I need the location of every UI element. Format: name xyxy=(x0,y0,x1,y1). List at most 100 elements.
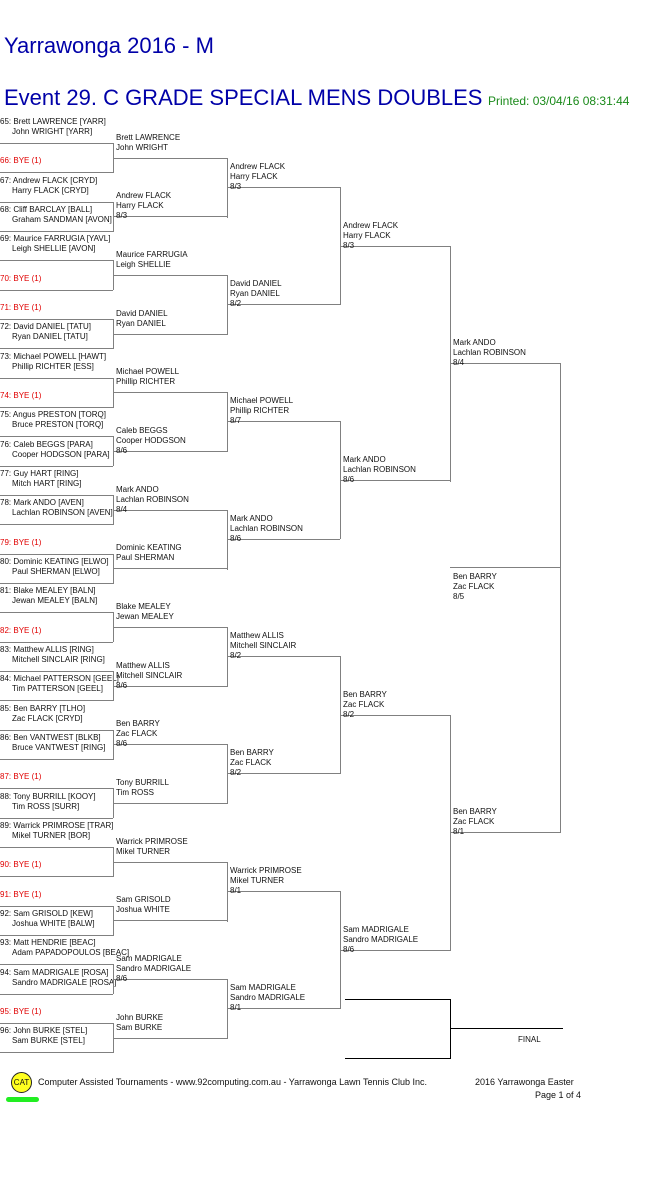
entry-line: Mitch HART [RING] xyxy=(0,479,82,489)
bracket-line xyxy=(113,730,114,760)
entry-line: 85: Ben BARRY [TLHO] xyxy=(0,704,85,714)
draw-entry: 70: BYE (1) xyxy=(0,264,41,284)
team-player: Andrew FLACK xyxy=(343,221,399,230)
player-name: Phillip RICHTER [ESS] xyxy=(12,362,94,371)
player-name: Angus PRESTON [TORQ] xyxy=(12,410,106,419)
draw-position: 78: xyxy=(0,498,12,507)
bracket-line xyxy=(227,275,228,335)
bye-count: (1) xyxy=(31,274,42,283)
draw-position: 71: xyxy=(0,303,12,312)
team-score: 8/1 xyxy=(230,886,242,895)
entry-line: 68: Cliff BARCLAY [BALL] xyxy=(0,205,112,215)
entry-line xyxy=(0,146,41,156)
player-name: Matt HENDRIE [BEAC] xyxy=(13,938,96,947)
bracket-line xyxy=(0,642,113,643)
player-name: David DANIEL [TATU] xyxy=(13,322,92,331)
bracket-line xyxy=(113,216,227,217)
entry-line: 80: Dominic KEATING [ELWO] xyxy=(0,557,109,567)
draw-position: 72: xyxy=(0,322,12,331)
draw-position: 91: xyxy=(0,890,12,899)
draw-entry: 83: Matthew ALLIS [RING]Mitchell SINCLAI… xyxy=(0,645,105,665)
draw-entry: 88: Tony BURRILL [KOOY]Tim ROSS [SURR] xyxy=(0,792,96,812)
draw-position: 93: xyxy=(0,938,12,947)
bracket-line xyxy=(227,187,340,188)
bracket-line xyxy=(340,480,450,481)
bye-label: BYE xyxy=(13,156,30,165)
bracket-line xyxy=(227,158,228,218)
entry-line: Joshua WHITE [BALW] xyxy=(0,919,95,929)
team-player: Zac FLACK xyxy=(343,700,385,709)
player-name: Zac FLACK [CRYD] xyxy=(12,714,83,723)
draw-entry: 82: BYE (1) xyxy=(0,616,41,636)
team-player: Sam MADRIGALE xyxy=(343,925,409,934)
entry-line: Phillip RICHTER [ESS] xyxy=(0,362,106,372)
draw-position: 67: xyxy=(0,176,12,185)
entry-line: Adam PAPADOPOULOS [BEAC] xyxy=(0,948,129,958)
team-player: Zac FLACK xyxy=(230,758,272,767)
bracket-line xyxy=(113,554,114,584)
player-name: Paul SHERMAN [ELWO] xyxy=(12,567,100,576)
entry-line: 74: BYE (1) xyxy=(0,391,41,401)
entry-line: 81: Blake MEALEY [BALN] xyxy=(0,586,97,596)
team-player: Warrick PRIMROSE xyxy=(230,866,302,875)
entry-line xyxy=(0,528,41,538)
draw-position: 68: xyxy=(0,205,12,214)
draw-position: 82: xyxy=(0,626,12,635)
bracket-line xyxy=(0,730,113,731)
bracket-line xyxy=(0,348,113,349)
bye-label: BYE xyxy=(13,303,30,312)
bracket-line xyxy=(340,246,450,247)
player-name: Mitchell SINCLAIR [RING] xyxy=(12,655,105,664)
draw-position: 69: xyxy=(0,234,12,243)
bracket-line xyxy=(0,906,113,907)
bracket-line xyxy=(0,495,113,496)
entry-line: 71: BYE (1) xyxy=(0,303,41,313)
player-name: Jewan MEALEY [BALN] xyxy=(12,596,98,605)
team-player: Mikel TURNER xyxy=(230,876,285,885)
bracket-line xyxy=(0,583,113,584)
entry-line xyxy=(0,616,41,626)
team-score: 8/3 xyxy=(230,182,242,191)
bracket-line xyxy=(0,466,113,467)
player-name: Joshua WHITE [BALW] xyxy=(12,919,95,928)
entry-line: Mikel TURNER [BOR] xyxy=(0,831,114,841)
player-name: Cooper HODGSON [PARA] xyxy=(12,450,110,459)
bracket-line xyxy=(0,260,113,261)
draw-position: 77: xyxy=(0,469,12,478)
draw-entry: 92: Sam GRISOLD [KEW]Joshua WHITE [BALW] xyxy=(0,909,95,929)
team-player: Lachlan ROBINSON xyxy=(116,495,189,504)
team-score xyxy=(116,153,180,163)
bracket-line xyxy=(0,231,113,232)
bye-label: BYE xyxy=(13,772,30,781)
team-player: Ben BARRY xyxy=(453,807,497,816)
bracket-line xyxy=(0,935,113,936)
team-player: Joshua WHITE xyxy=(116,905,170,914)
entry-line: 89: Warrick PRIMROSE [TRAR] xyxy=(0,821,114,831)
team-score: 8/6 xyxy=(343,475,355,484)
draw-entry: 76: Caleb BEGGS [PARA]Cooper HODGSON [PA… xyxy=(0,440,110,460)
team-score xyxy=(116,857,188,867)
draw-position: 66: xyxy=(0,156,12,165)
team-score: 8/2 xyxy=(343,710,355,719)
bracket-line xyxy=(113,920,227,921)
player-name: Maurice FARRUGIA [YAVL] xyxy=(13,234,111,243)
team-score: 8/6 xyxy=(116,681,128,690)
team-player: Mitchell SINCLAIR xyxy=(230,641,297,650)
team-player: Mitchell SINCLAIR xyxy=(116,671,183,680)
entry-line: 82: BYE (1) xyxy=(0,626,41,636)
bracket-line xyxy=(0,700,113,701)
draw-position: 88: xyxy=(0,792,12,801)
entry-line xyxy=(0,381,41,391)
team-player: Blake MEALEY xyxy=(116,602,171,611)
entry-line: 65: Brett LAWRENCE [YARR] xyxy=(0,117,106,127)
entry-line: 72: David DANIEL [TATU] xyxy=(0,322,91,332)
